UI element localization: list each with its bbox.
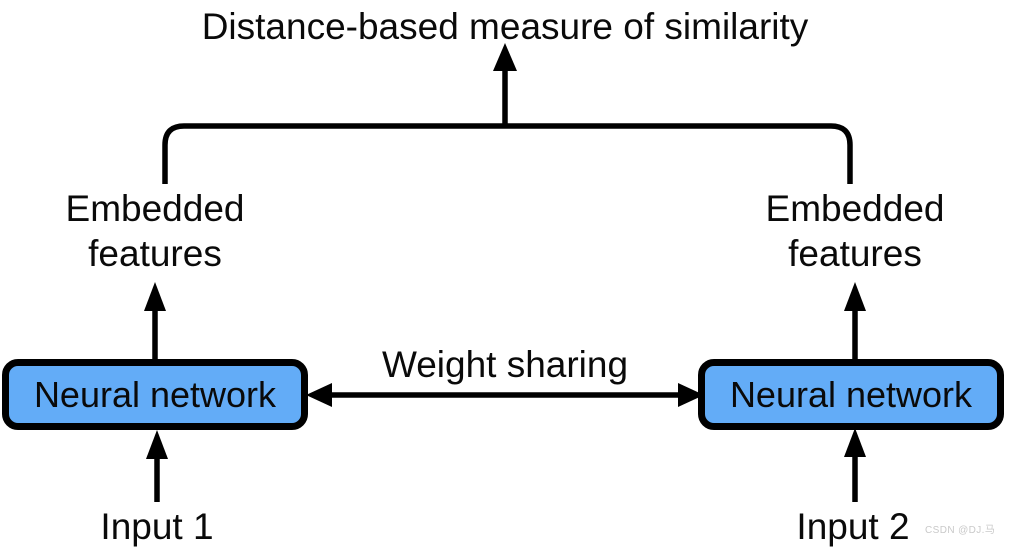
input2-label: Input 2 (796, 506, 910, 547)
diagram-title: Distance-based measure of similarity (201, 6, 809, 47)
weight-sharing-arrow (306, 383, 704, 407)
input1-label: Input 1 (100, 506, 214, 547)
merge-bracket (162, 123, 853, 184)
neural-network-label-left: Neural network (33, 373, 277, 415)
arrow-left-network-to-embedded (144, 282, 166, 360)
arrow-to-similarity (493, 43, 517, 126)
arrow-input1-to-network (146, 430, 168, 502)
weight-sharing-label: Weight sharing (381, 344, 629, 385)
neural-network-label-right: Neural network (729, 373, 973, 415)
arrow-right-network-to-embedded (844, 282, 866, 360)
arrow-input2-to-network (844, 428, 866, 502)
neural-network-box-right: Neural network (698, 359, 1004, 430)
embedded-features-label-right: Embedded features (765, 188, 945, 274)
embedded-features-label-left: Embedded features (65, 188, 245, 274)
watermark: CSDN @DJ.马 (925, 525, 996, 536)
neural-network-box-left: Neural network (2, 359, 308, 430)
